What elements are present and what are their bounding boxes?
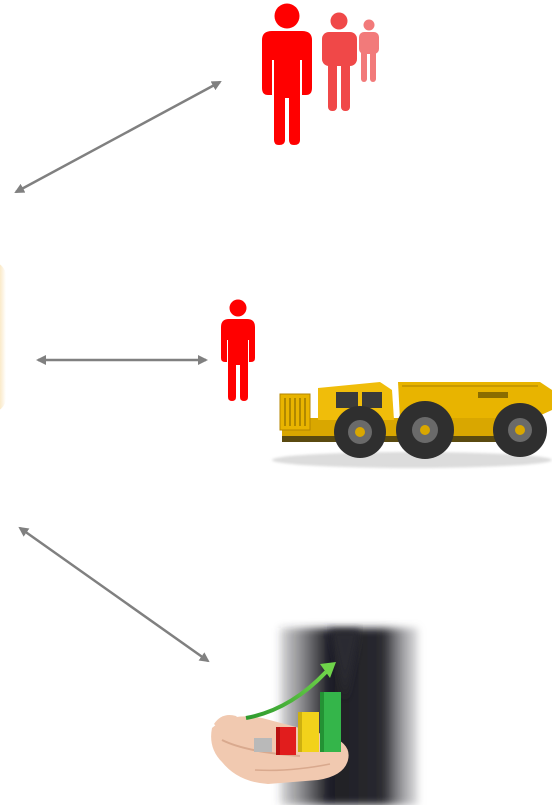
- chart-bar-gray: [254, 738, 272, 752]
- hand-holding-bar-chart-image: [211, 628, 418, 805]
- arrow-to-workforce: [16, 82, 220, 192]
- arrow-to-performance: [20, 528, 208, 661]
- mining-dump-truck-image: [272, 382, 552, 468]
- group-of-people-icon: [262, 4, 379, 146]
- single-person-icon: [221, 300, 255, 402]
